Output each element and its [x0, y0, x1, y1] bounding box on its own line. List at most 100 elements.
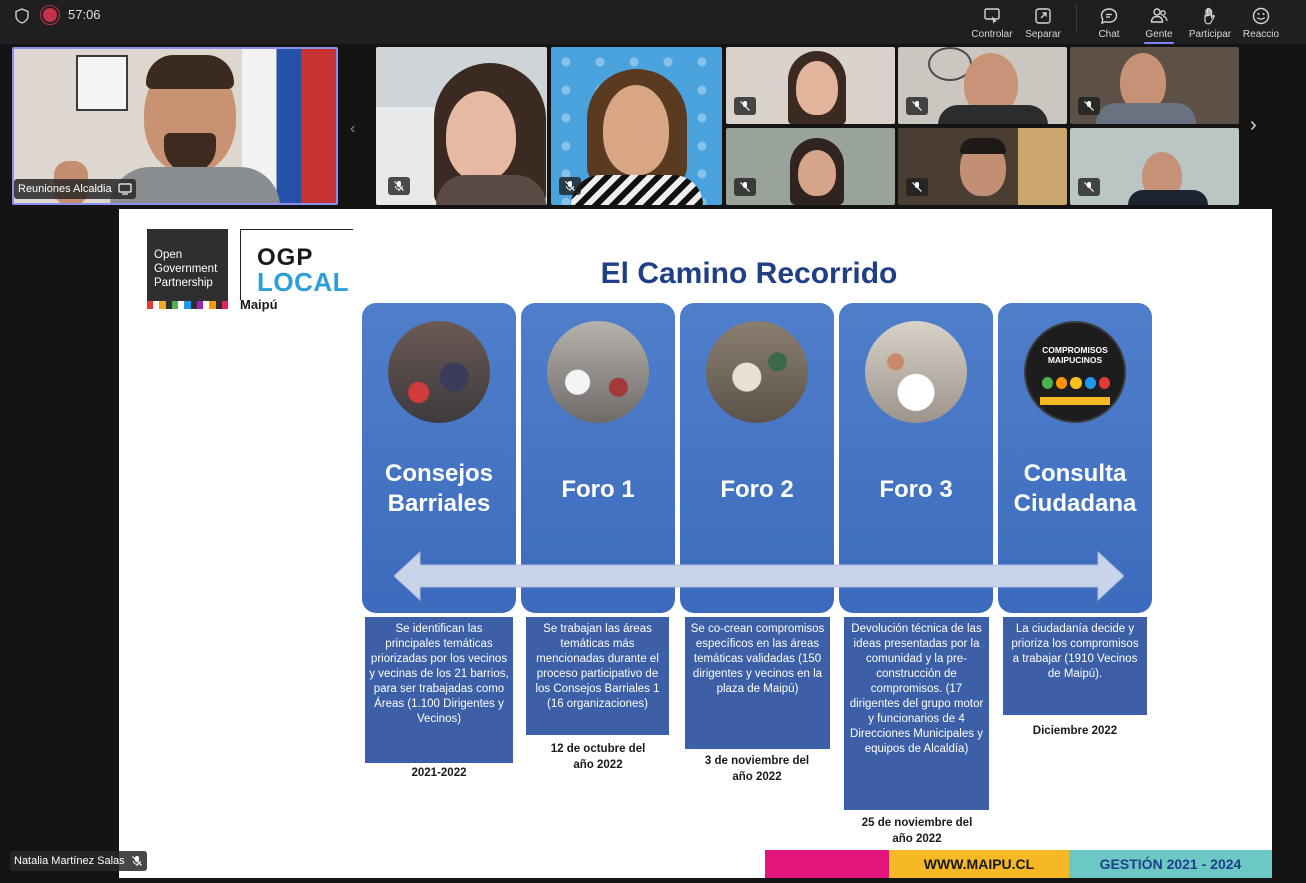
- speaker-hair: [146, 55, 234, 89]
- raise-hand-icon: [1204, 7, 1215, 25]
- participant-video-tile[interactable]: [1070, 47, 1239, 124]
- stage-photo: [865, 321, 967, 423]
- stage-card: Foro 2: [680, 303, 834, 613]
- speaker-shirt: [110, 167, 280, 203]
- logo-line: Open: [154, 249, 183, 261]
- logo-color-stripe: [147, 301, 229, 309]
- meeting-toolbar: [0, 0, 1306, 44]
- emoji-icon: [1252, 7, 1270, 25]
- mic-off-icon: [1084, 101, 1094, 111]
- participant-clothes: [1128, 190, 1208, 205]
- mic-muted-badge: [1078, 97, 1100, 115]
- stage-description: Se trabajan las áreas temáticas más menc…: [526, 617, 669, 735]
- ogp-word: OGP: [257, 244, 314, 271]
- stage-label: Foro 2: [720, 476, 794, 503]
- participant-video-tile[interactable]: [898, 128, 1067, 205]
- participant-video-tile[interactable]: [376, 47, 547, 205]
- lamp-light: [1018, 128, 1067, 205]
- stage-description: Se co-crean compromisos específicos en l…: [685, 617, 830, 749]
- badge-color-dots: [1042, 377, 1111, 389]
- wall-frame: [76, 55, 128, 111]
- stage-date: 2021-2022: [411, 767, 467, 779]
- stage-label: Consulta: [1023, 460, 1127, 487]
- stage-label: Barriales: [387, 490, 491, 517]
- mic-off-icon: [394, 181, 404, 191]
- chat-icon: [1100, 8, 1118, 25]
- speaker-name-tag: Reuniones Alcaldia: [14, 179, 136, 199]
- participant-video-tile[interactable]: [726, 128, 895, 205]
- shared-presentation-slide: Open Government Partnership OGP LOCAL Ma…: [119, 209, 1272, 878]
- stage-date: Diciembre 2022: [1032, 725, 1118, 737]
- chat-label: Chat: [1098, 29, 1120, 40]
- mic-off-icon: [740, 182, 750, 192]
- compromisos-maipucinos-badge: COMPROMISOS MAIPUCINOS: [1024, 321, 1126, 423]
- logo-line: Partnership: [154, 277, 213, 289]
- raise-hand-button[interactable]: Participar: [1188, 0, 1232, 40]
- mic-off-icon: [565, 181, 575, 191]
- participant-video-tile[interactable]: [551, 47, 722, 205]
- participant-face: [798, 150, 836, 196]
- participant-face: [446, 91, 516, 181]
- ogp-local-frame: [240, 229, 353, 300]
- pop-out-icon: [1035, 8, 1051, 24]
- strip-next-chevron-icon[interactable]: ›: [1250, 114, 1257, 136]
- stage-date: 25 de noviembre del año 2022: [861, 817, 973, 845]
- shield-icon: [15, 8, 29, 24]
- stage-photo: [547, 321, 649, 423]
- stage-photo: [388, 321, 490, 423]
- recording-indicator-icon: [43, 8, 57, 22]
- stage-label: Foro 3: [879, 476, 953, 503]
- mic-off-icon: [912, 101, 922, 111]
- stage-label: Consejos: [384, 460, 494, 487]
- stage-card: Foro 3: [839, 303, 993, 613]
- control-button[interactable]: Controlar: [969, 0, 1015, 40]
- pop-out-button[interactable]: Separar: [1022, 0, 1064, 40]
- screen-share-icon: [117, 183, 132, 195]
- participant-face: [1120, 53, 1166, 111]
- participant-hair: [960, 138, 1006, 154]
- raise-hand-label: Participar: [1188, 29, 1232, 40]
- control-label: Controlar: [971, 29, 1013, 40]
- badge-text: COMPROMISOS: [1042, 345, 1108, 355]
- remote-control-icon: [984, 8, 1000, 24]
- people-button[interactable]: Gente: [1140, 0, 1178, 44]
- slide-footer: WWW.MAIPU.CL GESTIÓN 2021 - 2024: [765, 850, 1272, 878]
- stage-card: Foro 1: [521, 303, 675, 613]
- mic-muted-badge: [734, 97, 756, 115]
- speaker-video-tile[interactable]: Reuniones Alcaldia: [12, 47, 338, 205]
- toolbar-divider: [1076, 4, 1077, 32]
- maipu-word: Maipú: [240, 297, 278, 312]
- strip-prev-chevron-icon[interactable]: ‹: [350, 120, 356, 137]
- participant-face: [603, 85, 669, 175]
- participant-video-tile[interactable]: [898, 47, 1067, 124]
- people-icon: [1150, 8, 1168, 23]
- speaker-beard: [164, 133, 216, 173]
- chat-button[interactable]: Chat: [1092, 0, 1126, 40]
- mic-muted-badge: [1078, 178, 1100, 196]
- mic-muted-badge: [906, 178, 928, 196]
- stage-date: 12 de octubre del año 2022: [550, 743, 646, 771]
- reactions-button[interactable]: Reaccio: [1240, 0, 1282, 40]
- local-word: LOCAL: [257, 267, 350, 297]
- participant-clothes: [938, 105, 1048, 124]
- participant-video-tile[interactable]: [726, 47, 895, 124]
- stage-photo: [706, 321, 808, 423]
- mic-muted-badge: [734, 178, 756, 196]
- pop-out-label: Separar: [1025, 29, 1061, 40]
- participant-face: [796, 61, 838, 115]
- slide-title: El Camino Recorrido: [600, 257, 898, 290]
- stage-description: La ciudadanía decide y prioriza los comp…: [1003, 617, 1147, 715]
- participant-name: Natalia Martínez Salas: [14, 855, 125, 867]
- stage-label: Foro 1: [561, 476, 635, 503]
- logo-line: Government: [154, 263, 218, 275]
- people-label: Gente: [1145, 29, 1173, 40]
- stage-description: Se identifican las principales temáticas…: [365, 617, 513, 763]
- mic-muted-badge: [906, 97, 928, 115]
- timeline-double-arrow: [394, 550, 1124, 602]
- stage-label: Ciudadana: [1013, 490, 1137, 517]
- footer-gestion: GESTIÓN 2021 - 2024: [1069, 850, 1272, 878]
- participant-video-tile[interactable]: [1070, 128, 1239, 205]
- mic-off-icon: [912, 182, 922, 192]
